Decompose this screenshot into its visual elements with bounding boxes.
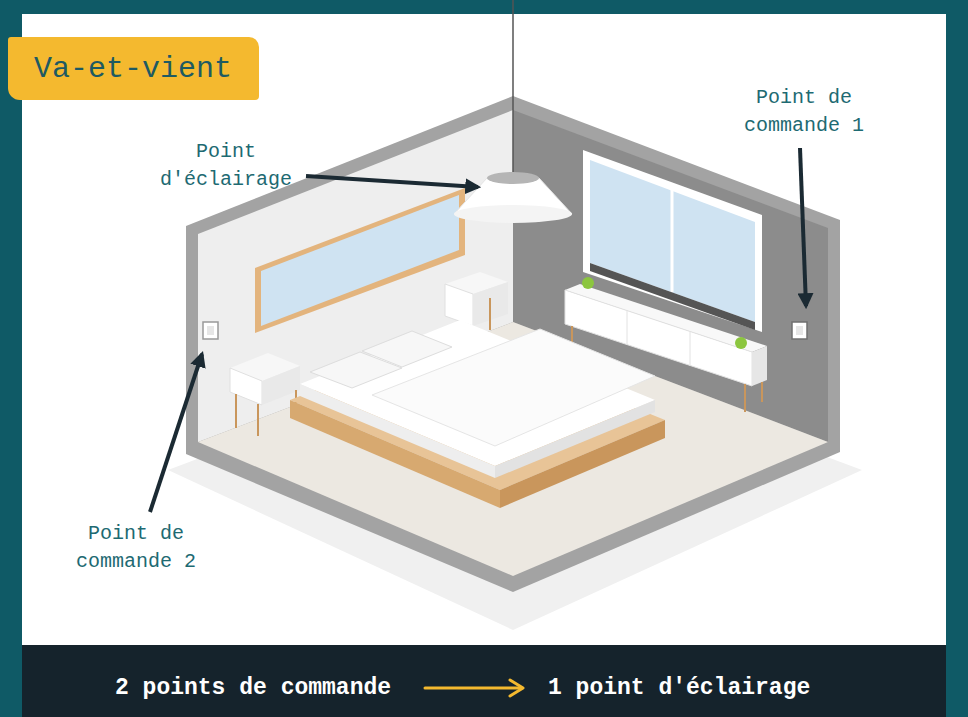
node-text: 2 points de commande bbox=[115, 674, 391, 702]
summary-band: 2 points de commande 1 point d'éclairage bbox=[22, 645, 946, 717]
callout-label: Point de commande 1 bbox=[728, 84, 880, 140]
node-text: Va-et-vient bbox=[34, 55, 233, 83]
callout-label: Point de commande 2 bbox=[58, 520, 214, 576]
callout-label: Point d'éclairage bbox=[150, 138, 302, 194]
title-tag: Va-et-vient bbox=[8, 37, 259, 100]
node-text: 1 point d'éclairage bbox=[548, 674, 810, 702]
